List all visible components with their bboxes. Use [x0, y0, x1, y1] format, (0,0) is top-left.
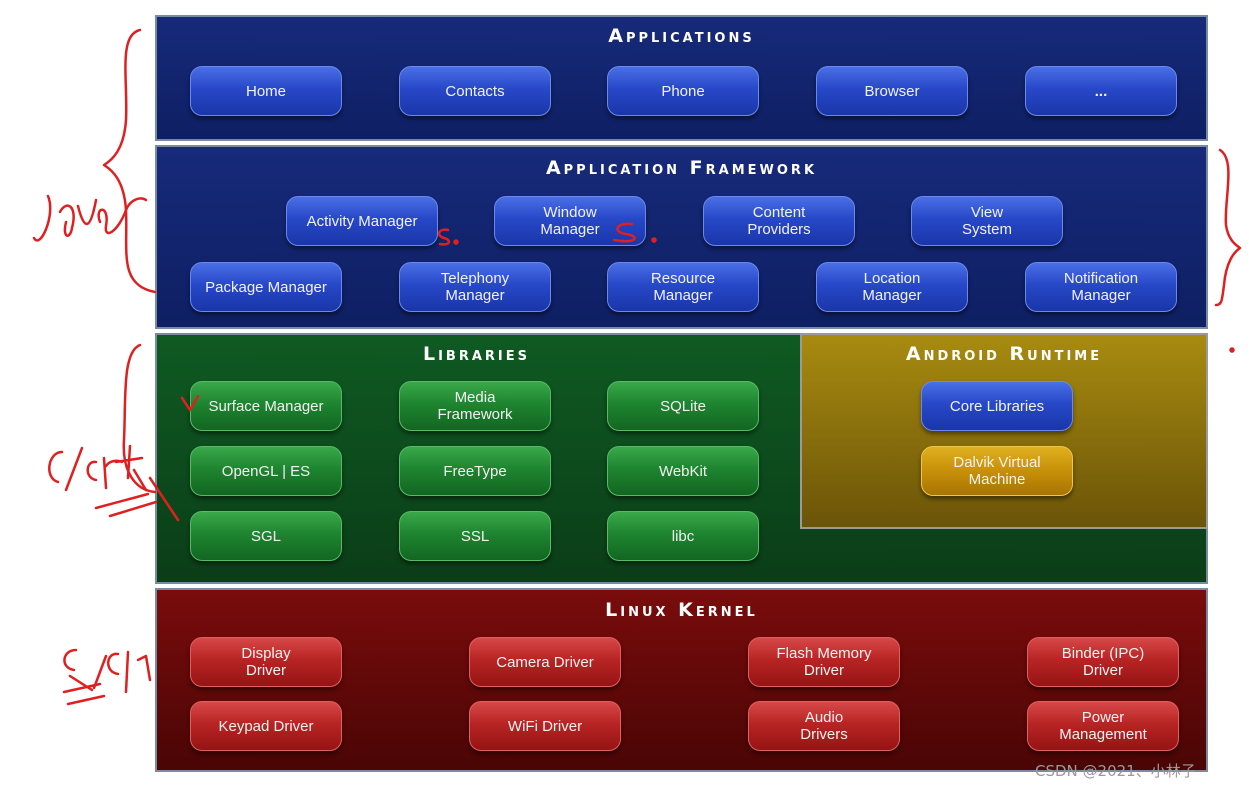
- s-mark-2: [612, 222, 636, 243]
- runtime-title: Android Runtime: [905, 343, 1103, 365]
- libraries-title: Libraries: [422, 343, 530, 365]
- fw-telephony-manager: Telephony Manager: [399, 262, 551, 312]
- applications-title: Applications: [608, 25, 755, 47]
- fw-window-manager: Window Manager: [494, 196, 646, 246]
- check-mark-stroke: [180, 394, 200, 412]
- fw-resource-manager: Resource Manager: [607, 262, 759, 312]
- lib-libc: libc: [607, 511, 759, 561]
- lib-sgl: SGL: [190, 511, 342, 561]
- c-brace-stroke: [122, 343, 157, 494]
- runtime-layer: Android Runtime: [800, 333, 1208, 529]
- kernel-title: Linux Kernel: [605, 599, 758, 621]
- watermark: CSDN @2021、小林子: [1035, 762, 1196, 780]
- app-home: Home: [190, 66, 342, 116]
- lib-ssl: SSL: [399, 511, 551, 561]
- kernel-flash-memory-driver: Flash Memory Driver: [748, 637, 900, 687]
- fw-activity-manager: Activity Manager: [286, 196, 438, 246]
- right-brace-stroke: [1214, 148, 1242, 307]
- lib-freetype: FreeType: [399, 446, 551, 496]
- kernel-display-driver: Display Driver: [190, 637, 342, 687]
- java-scrawl-stroke: [32, 194, 148, 242]
- lib-media-framework: Media Framework: [399, 381, 551, 431]
- fw-location-manager: Location Manager: [816, 262, 968, 312]
- s-mark-1: [437, 228, 451, 246]
- kernel-cpp-scrawl-stroke: [62, 648, 152, 706]
- lib-opengl-es: OpenGL | ES: [190, 446, 342, 496]
- framework-title: Application Framework: [545, 157, 818, 179]
- app-contacts: Contacts: [399, 66, 551, 116]
- runtime-core-libraries: Core Libraries: [921, 381, 1073, 431]
- kernel-power-management: Power Management: [1027, 701, 1179, 751]
- lib-webkit: WebKit: [607, 446, 759, 496]
- cpp-scrawl-stroke: [48, 444, 180, 522]
- lib-sqlite: SQLite: [607, 381, 759, 431]
- fw-package-manager: Package Manager: [190, 262, 342, 312]
- app-phone: Phone: [607, 66, 759, 116]
- kernel-keypad-driver: Keypad Driver: [190, 701, 342, 751]
- fw-content-providers: Content Providers: [703, 196, 855, 246]
- fw-notification-manager: Notification Manager: [1025, 262, 1177, 312]
- lib-surface-manager: Surface Manager: [190, 381, 342, 431]
- kernel-binder-ipc-driver: Binder (IPC) Driver: [1027, 637, 1179, 687]
- runtime-dalvik-vm: Dalvik Virtual Machine: [921, 446, 1073, 496]
- java-brace-stroke: [102, 28, 157, 294]
- app-browser: Browser: [816, 66, 968, 116]
- app-more: ...: [1025, 66, 1177, 116]
- kernel-camera-driver: Camera Driver: [469, 637, 621, 687]
- kernel-audio-drivers: Audio Drivers: [748, 701, 900, 751]
- fw-view-system: View System: [911, 196, 1063, 246]
- kernel-wifi-driver: WiFi Driver: [469, 701, 621, 751]
